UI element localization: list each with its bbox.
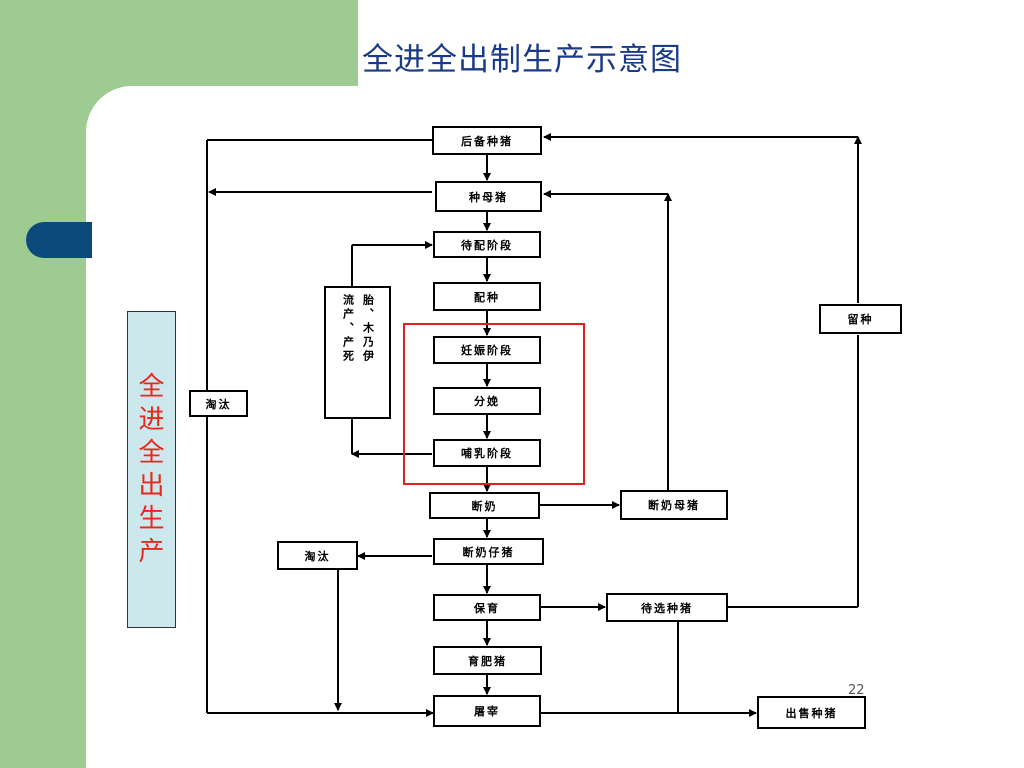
- node-weaned-piglets: 断奶仔猪: [433, 538, 544, 565]
- node-pregnancy: 妊娠阶段: [433, 336, 541, 364]
- side-label-char: 全: [138, 371, 165, 402]
- side-label: 全 进 全 出 生 产: [127, 311, 176, 628]
- node-abortion: 流产、产死 胎、木乃伊: [324, 286, 391, 419]
- side-label-char: 产: [138, 536, 165, 567]
- node-weaning: 断奶: [429, 492, 540, 519]
- side-label-char: 出: [138, 470, 165, 501]
- node-farrowing: 分娩: [433, 387, 541, 415]
- node-sell-breeding: 出售种猪: [757, 696, 866, 729]
- highlight-frame: [403, 323, 585, 485]
- navy-tab-marker: [26, 222, 92, 258]
- node-reserve-boars: 后备种猪: [432, 126, 542, 155]
- node-culling-top: 淘汰: [189, 390, 248, 417]
- title-area: [358, 0, 1024, 86]
- abortion-text-col-left: 胎、木乃伊: [361, 294, 375, 364]
- node-lactation: 哺乳阶段: [433, 439, 541, 467]
- node-waiting-mating: 待配阶段: [433, 231, 541, 258]
- node-culling-mid: 淘汰: [277, 541, 358, 570]
- page-title: 全进全出制生产示意图: [362, 42, 682, 78]
- node-retain-breeding: 留种: [819, 304, 902, 334]
- node-breeding-sows: 种母猪: [435, 181, 542, 212]
- node-nursery: 保育: [433, 594, 541, 621]
- page-number: 22: [848, 683, 865, 698]
- node-mating: 配种: [433, 282, 541, 311]
- abortion-text-col-right: 流产、产死: [341, 294, 355, 364]
- side-label-char: 生: [138, 503, 165, 534]
- side-label-char: 进: [138, 404, 165, 435]
- side-label-char: 全: [138, 437, 165, 468]
- node-weaned-sows: 断奶母猪: [620, 490, 728, 520]
- node-finishing: 育肥猪: [433, 646, 542, 675]
- node-pending-breeding: 待选种猪: [606, 593, 728, 622]
- node-slaughter: 屠宰: [433, 695, 541, 727]
- green-left-strip: [0, 0, 88, 768]
- content-panel: [86, 86, 1024, 768]
